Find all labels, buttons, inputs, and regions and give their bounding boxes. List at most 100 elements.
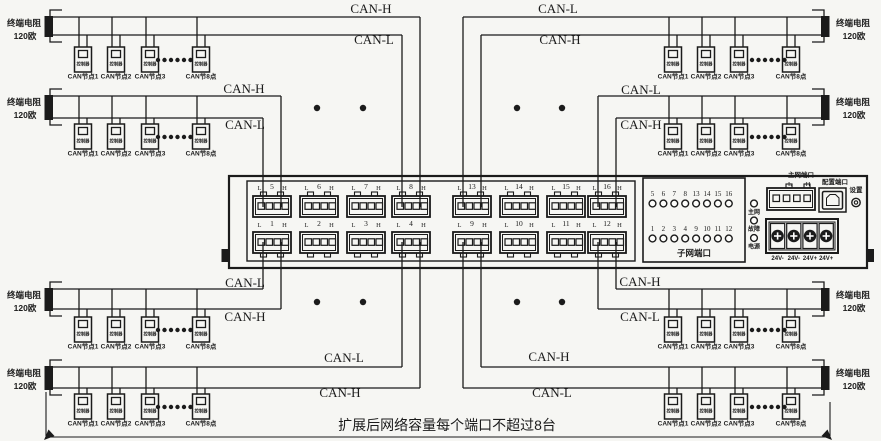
can-node-label: CAN节点2 xyxy=(691,72,722,81)
terminal-resistor-value: 120欧 xyxy=(14,31,37,41)
can-node-label: CAN节点3 xyxy=(135,342,166,351)
ellipsis-dot xyxy=(756,327,761,333)
terminal-square xyxy=(257,202,266,210)
terminal-square xyxy=(473,238,482,246)
controller-label: 控制器 xyxy=(144,138,158,145)
port-l-label: L xyxy=(258,185,262,192)
terminal-square xyxy=(608,202,617,210)
led-number-label: 16 xyxy=(725,190,733,198)
controller-label: 控制器 xyxy=(667,61,681,68)
bus-bottom-label: CAN-H xyxy=(319,385,360,400)
port-tab xyxy=(506,252,515,258)
can-node-box xyxy=(663,46,683,73)
can-node-label: CAN节点3 xyxy=(135,419,166,428)
ellipsis-dot xyxy=(782,57,787,63)
terminal-square xyxy=(281,202,290,210)
port-number-label: 1 xyxy=(270,219,274,228)
terminal-square xyxy=(457,202,466,210)
bus-bottom-label: CAN-H xyxy=(539,32,580,47)
port-terminal-block xyxy=(391,231,431,254)
port-led xyxy=(691,234,701,243)
port-l-label: L xyxy=(505,222,509,229)
terminal-square xyxy=(592,238,601,246)
port-l-label: L xyxy=(352,185,356,192)
led-number-label: 8 xyxy=(683,190,687,198)
port-number-label: 7 xyxy=(364,182,368,191)
terminal-square xyxy=(320,202,329,210)
led-number-label: 10 xyxy=(704,225,712,233)
terminal-square xyxy=(504,202,513,210)
controller-label: 控制器 xyxy=(733,331,747,338)
port-h-label: H xyxy=(376,222,381,229)
node-port-square xyxy=(700,126,712,136)
node-port-square xyxy=(733,396,745,406)
ellipsis-dot xyxy=(162,57,167,63)
can-bus-cluster-bottom-right-outer: CAN-HCAN-L终端电阻120欧控制器CAN节点1控制器CAN节点2控制器C… xyxy=(463,349,870,428)
port-tab xyxy=(353,252,362,258)
node-port-square xyxy=(195,319,207,329)
ellipsis-dot xyxy=(188,57,193,63)
can-node-label: CAN节点2 xyxy=(101,72,132,81)
config-port-label: 配置端口 xyxy=(822,177,848,186)
can-node-label: CAN节点3 xyxy=(724,419,755,428)
can-bus-cluster-top-left-outer: CAN-HCAN-L终端电阻120欧控制器CAN节点1控制器CAN节点2控制器C… xyxy=(6,1,420,81)
terminal-square xyxy=(520,202,529,210)
terminal-square xyxy=(351,238,360,246)
port-tab xyxy=(523,252,532,258)
terminal-square xyxy=(328,238,337,246)
can-bus-cluster-top-right-inner: CAN-LCAN-H终端电阻120欧控制器CAN节点1控制器CAN节点2控制器C… xyxy=(598,82,870,158)
terminal-square xyxy=(328,202,337,210)
node-port-square xyxy=(77,396,89,406)
port-led xyxy=(702,234,712,243)
can-node-label: CAN节点2 xyxy=(101,419,132,428)
port-tab xyxy=(259,252,268,258)
can-node-label: CAN节点2 xyxy=(101,342,132,351)
node-port-square xyxy=(700,319,712,329)
terminal-resistor-label: 终端电阻 xyxy=(835,97,871,107)
ellipsis-dot xyxy=(175,57,180,63)
node-port-square xyxy=(667,49,679,59)
config-port: 配置端口 xyxy=(818,177,848,213)
terminal-resistor xyxy=(44,95,53,120)
port-number-label: 9 xyxy=(470,219,474,228)
port-tab xyxy=(523,191,532,197)
port-tab xyxy=(459,252,468,258)
caption-text: 扩展后网络容量每个端口不超过8台 xyxy=(338,417,556,433)
can-node-box xyxy=(729,393,749,420)
terminal-square xyxy=(257,238,266,246)
ellipsis-dot xyxy=(162,327,167,333)
terminal-square xyxy=(600,202,609,210)
terminal-square xyxy=(551,202,560,210)
can-node-label: CAN节点1 xyxy=(68,72,99,81)
main-port-label: 主网端口 xyxy=(788,170,814,179)
port-l-label: L xyxy=(593,222,597,229)
controller-label: 控制器 xyxy=(195,408,209,415)
can-node-label: CAN节8点 xyxy=(776,149,807,158)
terminal-square xyxy=(559,202,568,210)
controller-label: 控制器 xyxy=(77,61,91,68)
terminal-square xyxy=(396,238,405,246)
port-tab xyxy=(570,191,579,197)
port-led xyxy=(691,199,701,208)
omitted-wiring-dot xyxy=(513,298,521,306)
power-voltage-label: 24V- xyxy=(771,256,783,262)
terminal-square xyxy=(281,238,290,246)
port-number-label: 14 xyxy=(515,182,523,191)
port-tab xyxy=(370,252,379,258)
ellipsis-dot xyxy=(175,134,180,140)
controller-label: 控制器 xyxy=(144,331,158,338)
can-bus-cluster-bottom-left-outer: CAN-LCAN-H终端电阻120欧控制器CAN节点1控制器CAN节点2控制器C… xyxy=(6,350,420,428)
led-number-label: 6 xyxy=(662,190,666,198)
device-inner-panel xyxy=(246,180,636,262)
